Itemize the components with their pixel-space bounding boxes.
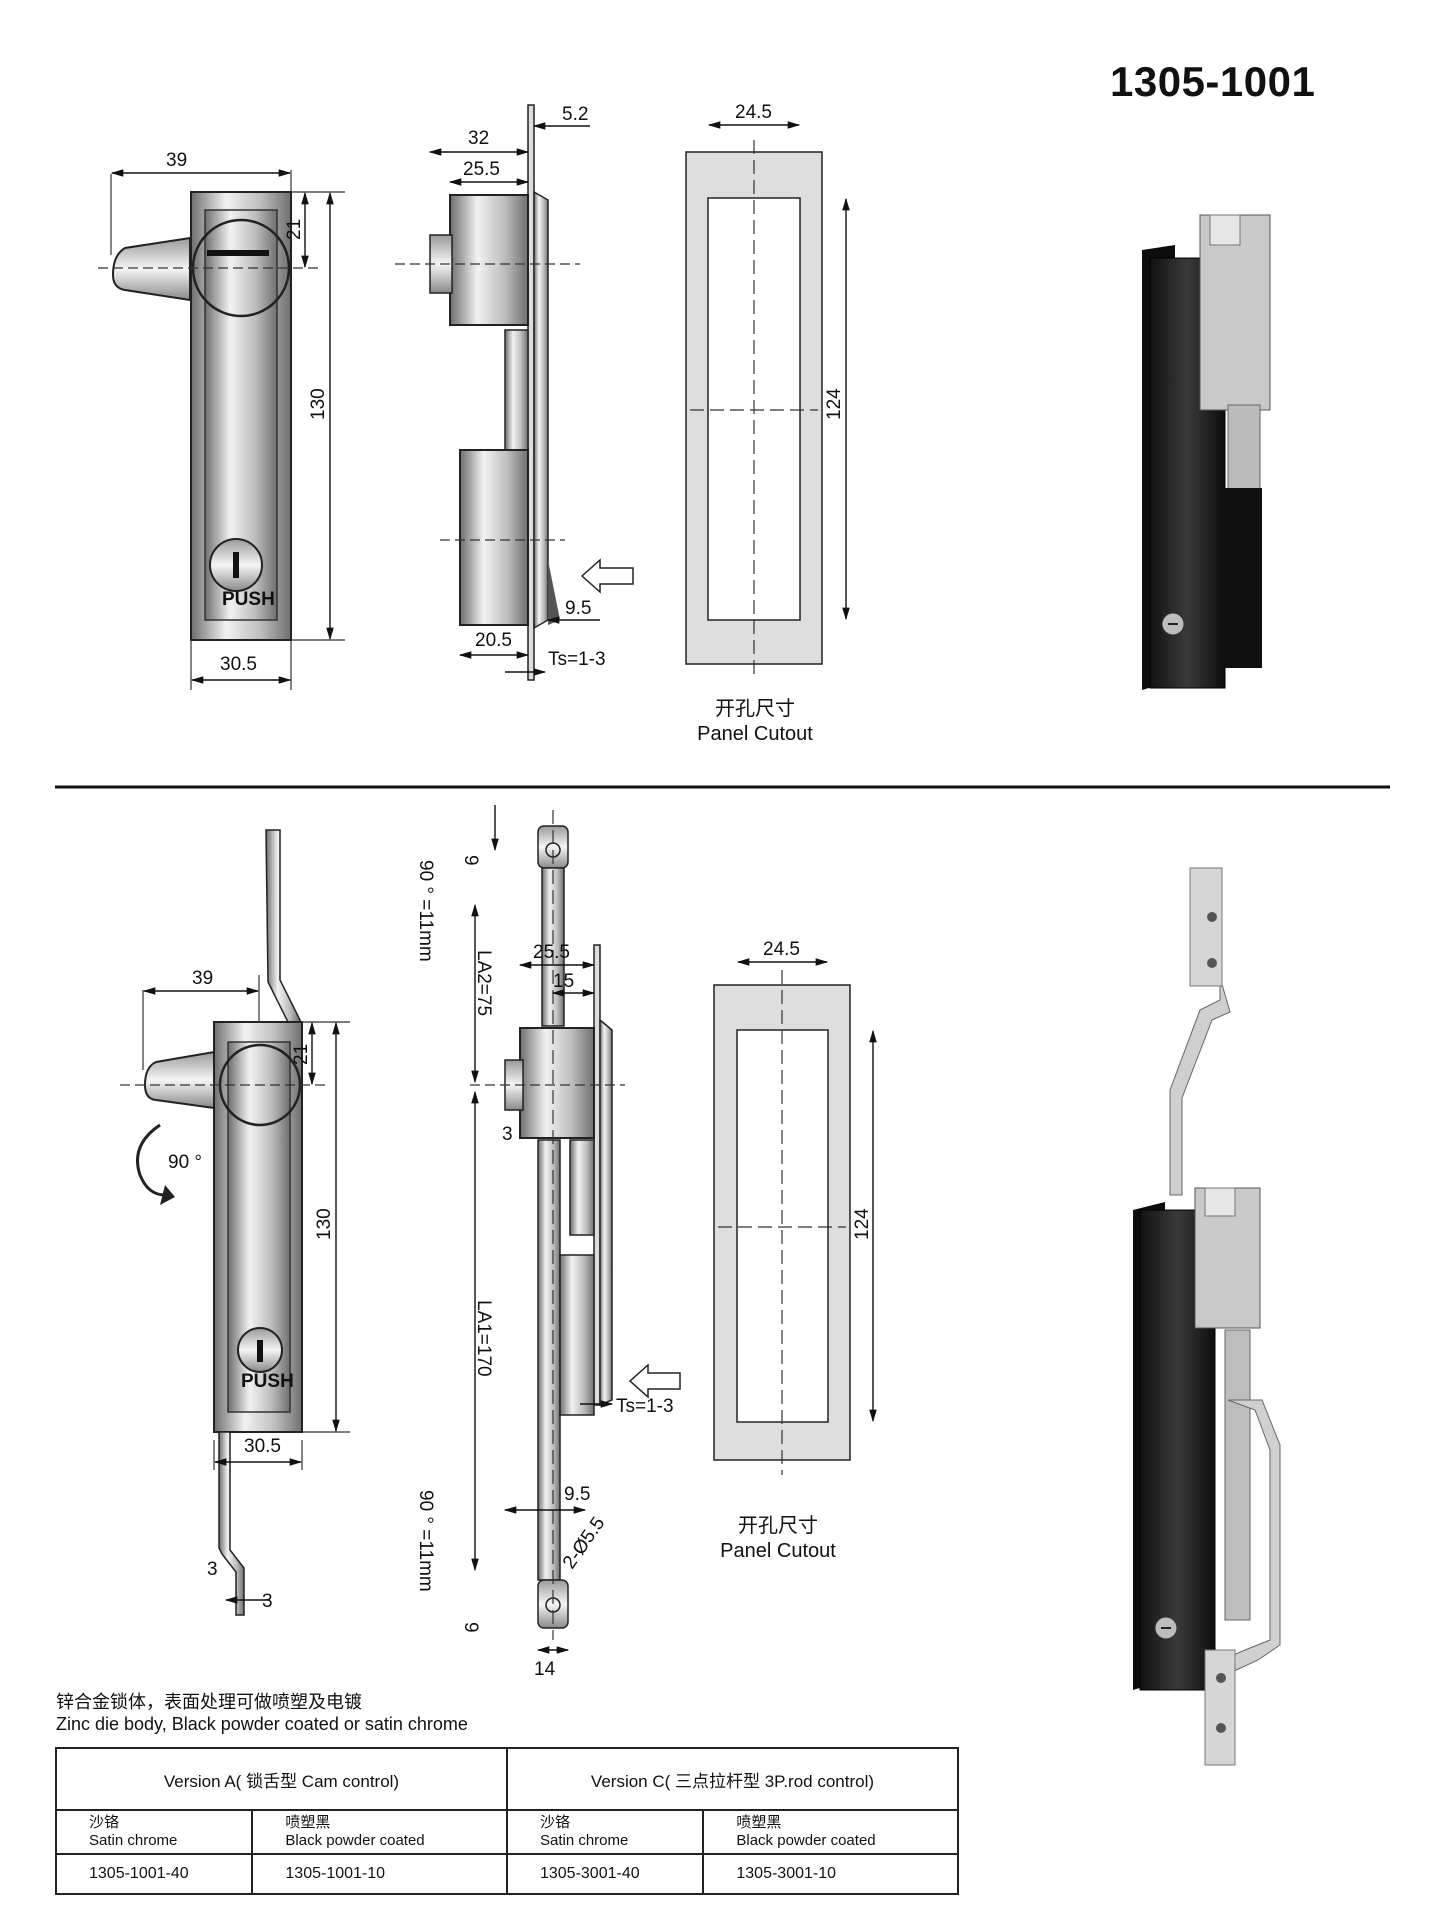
part-number: 1305-3001-10 <box>702 1853 959 1895</box>
dim-3-side: 3 <box>207 1559 218 1580</box>
dim-25-5-c: 25.5 <box>533 942 570 963</box>
dim-21-c: 21 <box>291 1044 312 1065</box>
dim-9-5-c: 9.5 <box>564 1484 590 1505</box>
finish-en: Satin chrome <box>539 1832 629 1849</box>
push-label: PUSH <box>222 589 275 610</box>
cutout-caption-a-en: Panel Cutout <box>697 723 813 745</box>
dim-30-5-c: 30.5 <box>244 1436 281 1457</box>
part-number: 1305-1001-10 <box>251 1853 508 1895</box>
material-note-cn: 锌合金锁体，表面处理可做喷塑及电镀 <box>56 1692 362 1713</box>
material-note-en: Zinc die body, Black powder coated or sa… <box>56 1714 468 1734</box>
dim-24-5-a: 24.5 <box>735 102 772 123</box>
dim-ts-a: Ts=1-3 <box>548 649 606 670</box>
dim-hole: 2-Ø5.5 <box>559 1513 610 1573</box>
dim-9-bottom: 9 <box>460 1622 481 1633</box>
finish-en: Satin chrome <box>89 1832 178 1849</box>
part-number: 1305-1001-40 <box>54 1853 254 1895</box>
part-number: 1305-3001-40 <box>505 1853 705 1895</box>
finish-en: Black powder coated <box>736 1832 876 1849</box>
cutout-caption-c-en: Panel Cutout <box>720 1540 836 1562</box>
spec-table: Version A( 锁舌型 Cam control) Version C( 三… <box>54 1747 960 1895</box>
side-view-a: 32 25.5 5.2 9.5 20.5 Ts=1-3 <box>395 104 634 681</box>
cutout-caption-a: 开孔尺寸 Panel Cutout <box>680 695 830 747</box>
table-row: Version A( 锁舌型 Cam control) Version C( 三… <box>55 1747 960 1811</box>
page-title: 1305-1001 <box>1110 58 1316 105</box>
table-row: 1305-1001-40 1305-1001-10 1305-3001-40 1… <box>54 1853 959 1895</box>
finish-cn: 沙铬 <box>539 1814 570 1831</box>
dim-39-a: 39 <box>166 150 187 171</box>
dim-124-c: 124 <box>852 1208 873 1240</box>
dim-130-a: 130 <box>308 388 329 420</box>
dim-30-5-a: 30.5 <box>220 654 257 675</box>
dim-32: 32 <box>468 128 489 149</box>
dim-3-c: 3 <box>502 1124 513 1145</box>
cutout-a: 24.5 124 <box>685 102 850 680</box>
dim-ts-c: Ts=1-3 <box>616 1396 674 1417</box>
dim-39-c: 39 <box>192 968 213 989</box>
dim-25-5-a: 25.5 <box>463 159 500 180</box>
dim-9-5-a: 9.5 <box>565 598 591 619</box>
cutout-caption-c: 开孔尺寸 Panel Cutout <box>703 1512 853 1564</box>
dim-21-a: 21 <box>284 219 305 240</box>
push-label-c: PUSH <box>241 1371 294 1392</box>
finish-cn: 沙铬 <box>89 1814 120 1831</box>
finish-cn: 喷塑黑 <box>736 1814 782 1831</box>
dim-15: 15 <box>553 971 574 992</box>
product-photo-c <box>1133 867 1281 1766</box>
dim-5-2: 5.2 <box>562 104 588 125</box>
dim-la1: LA1=170 <box>473 1300 494 1377</box>
dim-9-top: 9 <box>460 855 481 866</box>
side-view-c: 9 90 ° =11mm LA2=75 LA1=170 90 ° =11mm 9… <box>415 805 681 1680</box>
dim-130-c: 130 <box>314 1208 335 1240</box>
dim-20-5: 20.5 <box>475 630 512 651</box>
dim-24-5-c: 24.5 <box>763 939 800 960</box>
product-photo-a <box>1142 214 1271 690</box>
cutout-c: 24.5 124 <box>713 939 877 1475</box>
dim-3-bottom: 3 <box>262 1591 273 1612</box>
dim-la2: LA2=75 <box>473 950 494 1016</box>
cutout-caption-a-cn: 开孔尺寸 <box>715 696 795 720</box>
cutout-caption-c-cn: 开孔尺寸 <box>738 1513 818 1537</box>
version-c-header: Version C( 三点拉杆型 3P.rod control) <box>505 1747 960 1811</box>
front-view-a: PUSH 39 130 21 30.5 <box>98 150 345 690</box>
version-a-header: Version A( 锁舌型 Cam control) <box>55 1747 508 1811</box>
finish-en: Black powder coated <box>285 1832 425 1849</box>
front-view-c: PUSH 90 ° 39 130 21 30.5 3 3 <box>120 829 350 1616</box>
dim-rot-top: 90 ° =11mm <box>415 860 436 962</box>
rotation-90: 90 ° <box>168 1152 202 1173</box>
dim-rot-bottom: 90 ° =11mm <box>415 1490 436 1592</box>
dim-124-a: 124 <box>824 388 845 420</box>
dim-14: 14 <box>534 1659 556 1680</box>
finish-cn: 喷塑黑 <box>285 1814 331 1831</box>
